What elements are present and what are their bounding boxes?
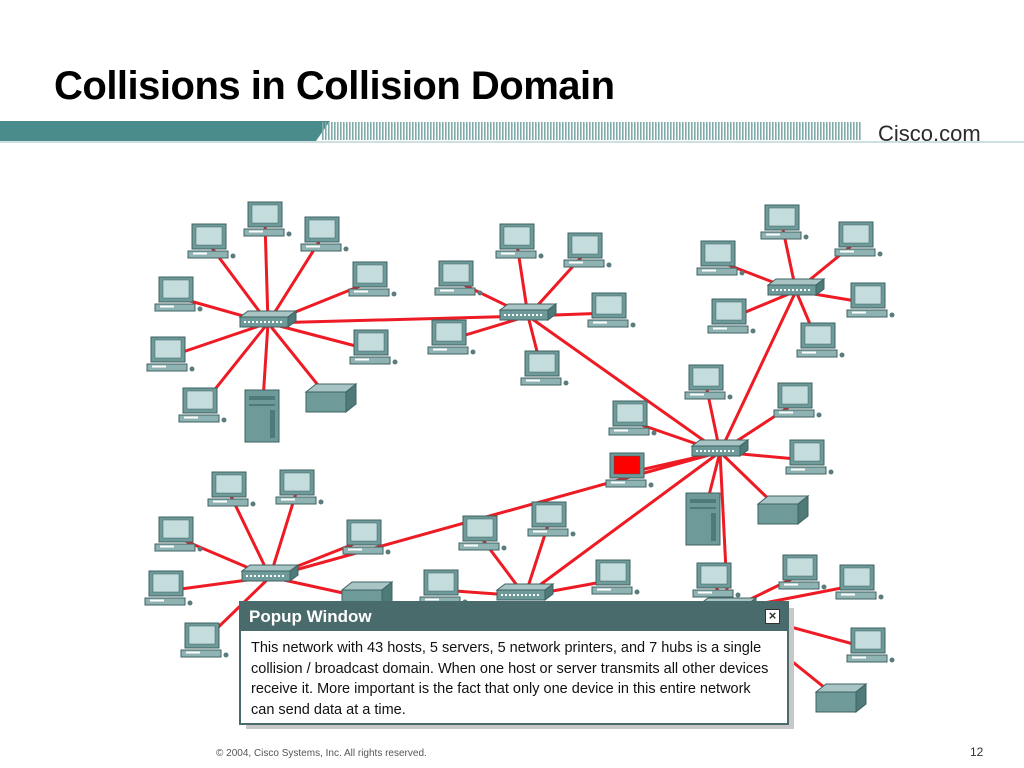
computer-icon xyxy=(773,382,822,418)
computer-icon xyxy=(458,515,507,551)
computer-icon xyxy=(796,322,845,358)
popup-title: Popup Window xyxy=(249,607,372,626)
server-icon xyxy=(685,492,721,546)
computer-icon xyxy=(707,298,756,334)
computer-icon xyxy=(243,201,292,237)
computer-icon xyxy=(696,240,745,276)
computer-icon xyxy=(692,562,741,598)
page-number: 12 xyxy=(970,745,984,759)
hub-icon xyxy=(496,583,554,601)
computer-icon xyxy=(342,519,391,555)
computer-icon xyxy=(846,627,895,663)
network-link xyxy=(266,314,530,325)
header-band xyxy=(0,119,1024,143)
computer-icon xyxy=(591,559,640,595)
copyright-text: © 2004, Cisco Systems, Inc. All rights r… xyxy=(216,748,427,759)
popup-titlebar[interactable]: Popup Window × xyxy=(241,603,787,631)
computer-icon xyxy=(527,501,576,537)
hub-icon xyxy=(691,439,749,457)
close-icon[interactable]: × xyxy=(765,609,780,624)
slide-title: Collisions in Collision Domain xyxy=(54,64,615,108)
hub-icon xyxy=(767,278,825,296)
computer-icon xyxy=(495,223,544,259)
hub-icon xyxy=(499,303,557,321)
network-link xyxy=(523,450,722,598)
computer-icon xyxy=(846,282,895,318)
computer-icon xyxy=(684,364,733,400)
computer-icon xyxy=(608,400,657,436)
popup-window: Popup Window × This network with 43 host… xyxy=(239,601,789,725)
cisco-logo: Cisco.com xyxy=(878,121,981,146)
computer-icon xyxy=(154,516,203,552)
computer-icon xyxy=(300,216,349,252)
computer-icon xyxy=(760,204,809,240)
hub-icon xyxy=(241,564,299,582)
network-link xyxy=(718,289,798,454)
computer-icon xyxy=(187,223,236,259)
computer-icon xyxy=(563,232,612,268)
computer-icon xyxy=(207,471,256,507)
transmitting-computer-icon xyxy=(605,452,654,488)
computer-icon xyxy=(180,622,229,658)
computer-icon xyxy=(348,261,397,297)
computer-icon xyxy=(349,329,398,365)
computer-icon xyxy=(434,260,483,296)
computer-icon xyxy=(778,554,827,590)
computer-icon xyxy=(427,319,476,355)
computer-icon xyxy=(178,387,227,423)
computer-icon xyxy=(785,439,834,475)
printer-icon xyxy=(305,383,357,413)
printer-icon xyxy=(815,683,867,713)
printer-icon xyxy=(757,495,809,525)
hub-icon xyxy=(239,310,297,328)
server-icon xyxy=(244,389,280,443)
computer-icon xyxy=(835,564,884,600)
network-link xyxy=(268,450,722,579)
computer-icon xyxy=(587,292,636,328)
network-link xyxy=(263,220,270,325)
computer-icon xyxy=(520,350,569,386)
computer-icon xyxy=(834,221,883,257)
computer-icon xyxy=(146,336,195,372)
computer-icon xyxy=(275,469,324,505)
network-link xyxy=(526,314,722,454)
computer-icon xyxy=(419,569,468,605)
popup-body: This network with 43 hosts, 5 servers, 5… xyxy=(251,640,769,718)
computer-icon xyxy=(154,276,203,312)
